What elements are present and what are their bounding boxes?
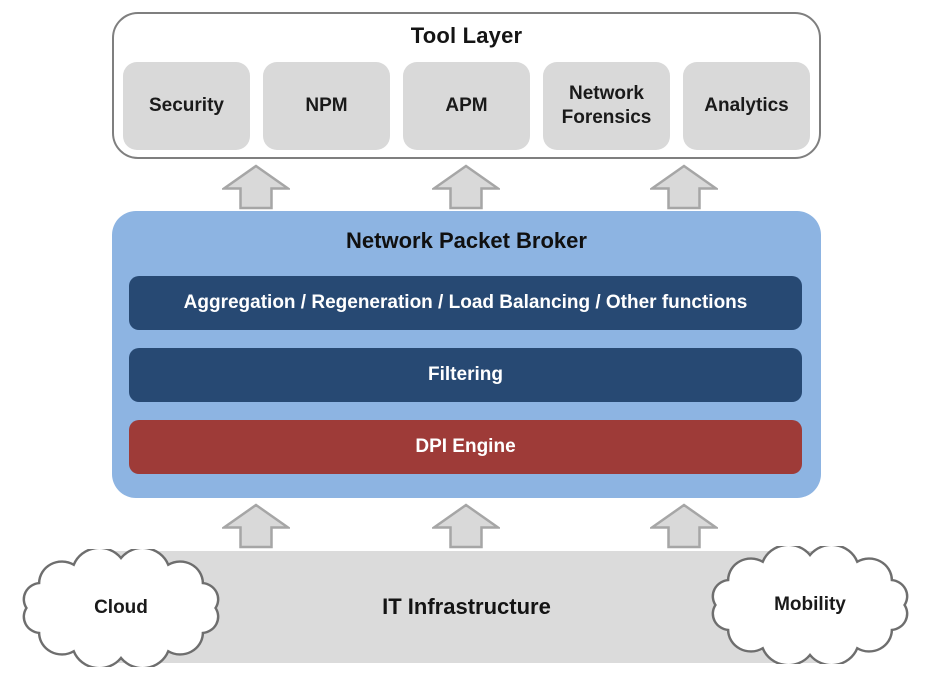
up-arrow-icon xyxy=(222,503,290,549)
up-arrow-icon xyxy=(432,164,500,210)
tool-tile-network-forensics: Network Forensics xyxy=(543,62,670,150)
function-bar-label: Filtering xyxy=(428,364,503,385)
tool-tile-npm: NPM xyxy=(263,62,390,150)
tool-tile-analytics: Analytics xyxy=(683,62,810,150)
cloud-shape-mobility: Mobility xyxy=(706,546,914,664)
function-bar-label: Aggregation / Regeneration / Load Balanc… xyxy=(183,292,748,313)
cloud-shape-cloud: Cloud xyxy=(17,549,225,667)
function-bar-label: DPI Engine xyxy=(415,436,516,457)
tool-tile-security: Security xyxy=(123,62,250,150)
cloud-label: Cloud xyxy=(94,597,148,618)
tool-layer-title: Tool Layer xyxy=(410,23,523,48)
mobility-label: Mobility xyxy=(774,594,846,615)
tool-tile-label: Network Forensics xyxy=(561,83,652,128)
cloud-icon xyxy=(711,546,909,664)
tool-tile-label: Security xyxy=(149,95,224,117)
tool-tile-label: Analytics xyxy=(704,95,789,117)
cloud-icon xyxy=(22,549,220,667)
tool-tile-label: NPM xyxy=(305,95,348,117)
up-arrow-icon xyxy=(650,503,718,549)
network-packet-broker-title: Network Packet Broker xyxy=(346,228,587,253)
tool-tiles-row: Security NPM APM Network Forensics Analy… xyxy=(123,62,810,150)
tool-layer-box: Tool Layer Security NPM APM Network Fore… xyxy=(112,12,821,159)
up-arrow-icon xyxy=(222,164,290,210)
up-arrow-icon xyxy=(432,503,500,549)
tool-tile-apm: APM xyxy=(403,62,530,150)
it-infrastructure-label: IT Infrastructure xyxy=(382,594,551,619)
tool-tile-label: APM xyxy=(445,95,488,117)
network-packet-broker-box: Network Packet Broker Aggregation / Rege… xyxy=(112,211,821,498)
it-infrastructure-band: IT Infrastructure xyxy=(112,551,821,663)
up-arrow-icon xyxy=(650,164,718,210)
function-bar-dpi-engine: DPI Engine xyxy=(129,420,802,474)
function-bar-aggregation: Aggregation / Regeneration / Load Balanc… xyxy=(129,276,802,330)
function-bar-filtering: Filtering xyxy=(129,348,802,402)
